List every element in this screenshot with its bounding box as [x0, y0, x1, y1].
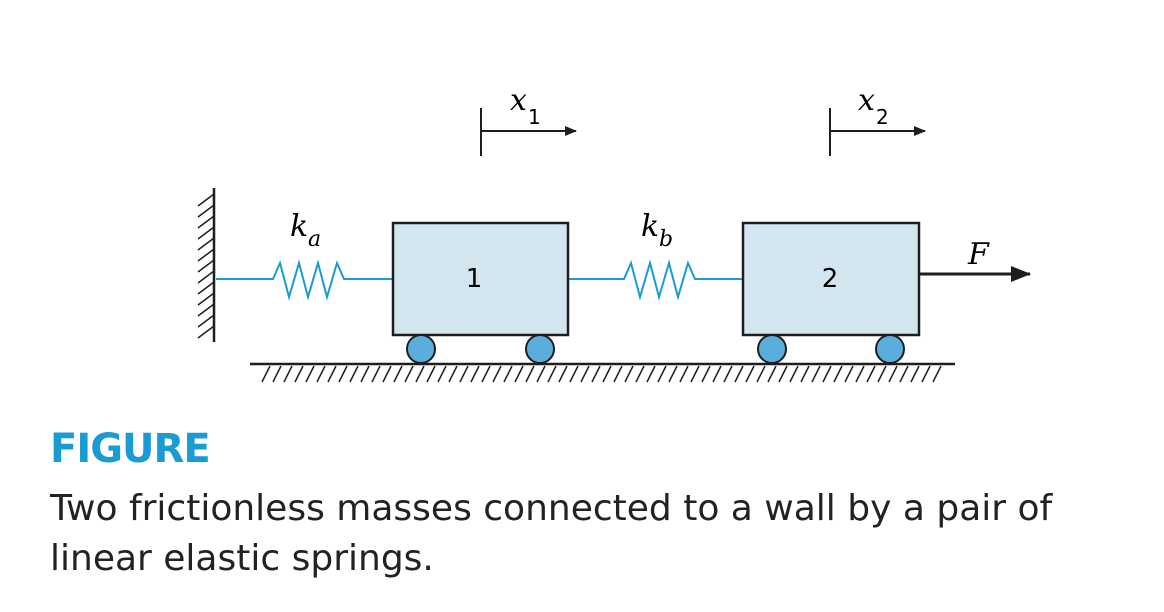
x1-subscript: 1 — [528, 105, 541, 129]
wall — [197, 188, 216, 342]
mass-2-wheel-left — [757, 334, 787, 364]
x2-subscript: 2 — [876, 105, 889, 129]
mass-1-wheel-left — [406, 334, 436, 364]
displacement-x2: x 2 — [829, 83, 926, 156]
spring-kb — [568, 259, 743, 301]
x2-label: x — [858, 83, 875, 118]
mass-2-label: 2 — [822, 264, 839, 294]
mass-1-label: 1 — [466, 264, 483, 294]
ka-label: k — [290, 209, 308, 244]
figure-caption: Two frictionless masses connected to a w… — [50, 488, 1053, 579]
kb-subscript: b — [659, 227, 673, 252]
force-label: F — [967, 237, 990, 272]
kb-label: k — [641, 209, 659, 244]
mass-2-wheel-right — [875, 334, 905, 364]
wall-hatching — [197, 193, 215, 339]
mass-spring-diagram: 1 2 F x 1 x 2 k a k b — [197, 83, 1031, 383]
figure-heading: FIGURE — [50, 426, 211, 472]
ka-subscript: a — [308, 227, 321, 252]
spring-ka — [216, 259, 393, 301]
ground — [250, 362, 955, 383]
mass-2: 2 — [741, 221, 921, 364]
ground-hatching — [261, 365, 942, 383]
mass-1-wheel-right — [525, 334, 555, 364]
x1-label: x — [510, 83, 527, 118]
mass-1: 1 — [391, 221, 570, 364]
displacement-x1: x 1 — [480, 83, 577, 156]
